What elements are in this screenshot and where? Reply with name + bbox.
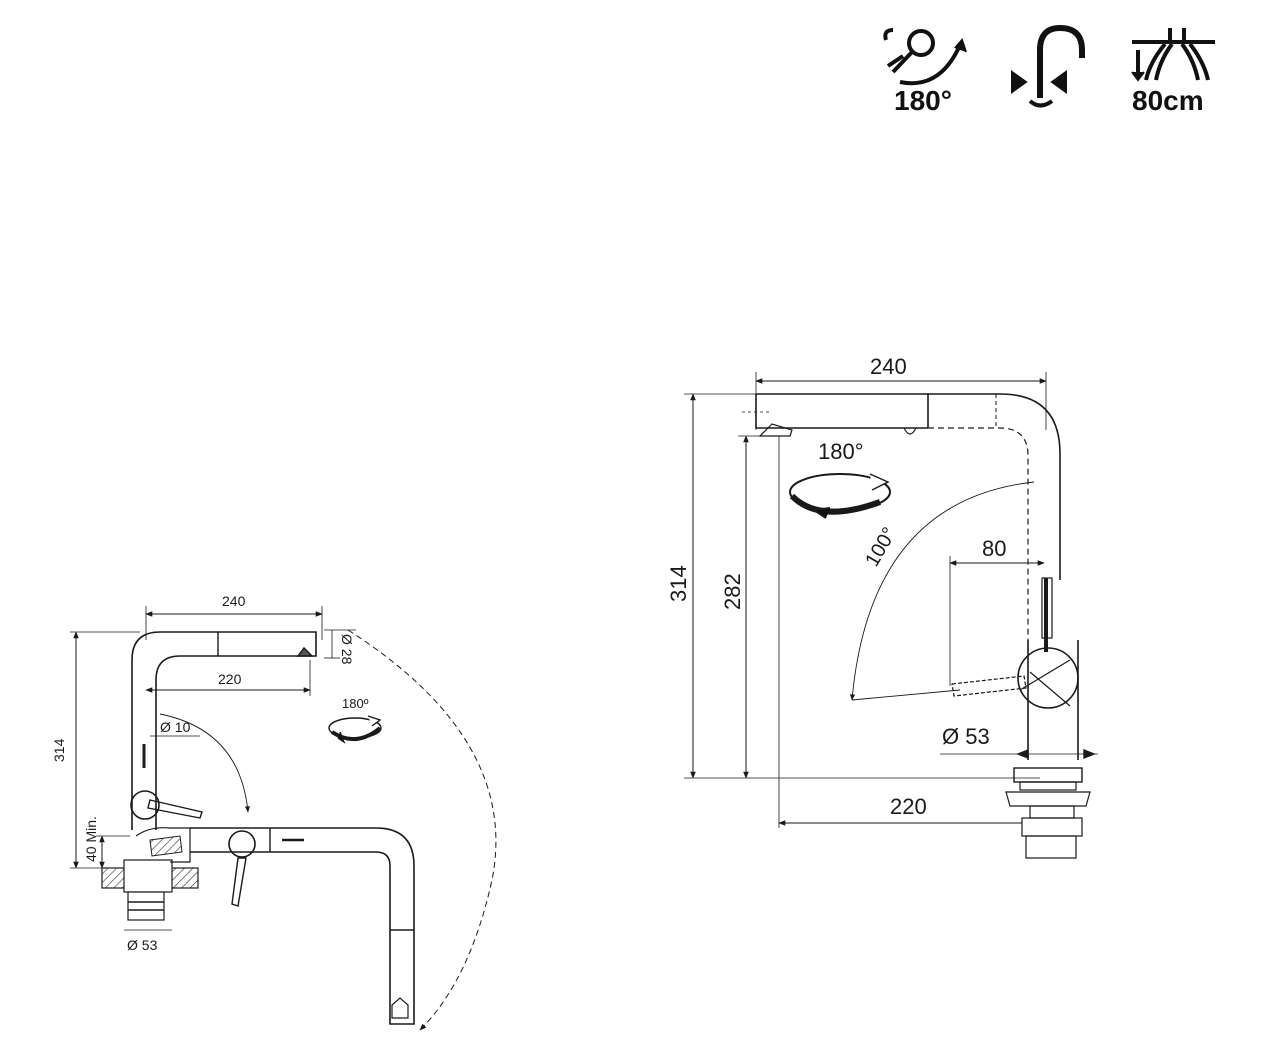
left-min-thickness: 40 Min. [83,816,99,862]
left-spout-diameter: Ø 28 [339,634,355,665]
right-reach-dimension: 220 [890,794,927,819]
right-base-diameter: Ø 53 [942,724,990,749]
pullout-length-label: 80cm [1132,85,1204,116]
left-rotation-label: 180º [342,696,369,711]
feature-icons: 180° 80cm [883,24,1215,116]
swivel-angle-label: 180° [894,85,952,116]
left-base-diameter: Ø 53 [127,937,158,953]
left-view-labels: 240 220 Ø 28 Ø 10 314 40 Min. Ø 53 180º [51,593,369,953]
swivel-spray-icon [883,28,967,86]
right-total-height: 314 [666,565,691,602]
left-height-dimension: 314 [51,738,67,762]
pullout-hose-icon [1131,28,1215,82]
right-width-dimension: 240 [870,354,907,379]
right-view-labels: 240 314 282 180° 100° 80 Ø 53 220 [666,354,1006,819]
faucet-spout-icon [1011,24,1085,108]
right-outlet-height: 282 [720,573,745,610]
left-view-drawing [70,606,497,1031]
left-reach-dimension: 220 [218,671,242,687]
right-lever-angle: 100° [861,524,901,571]
right-view-drawing [684,372,1098,859]
left-width-dimension: 240 [222,593,246,609]
right-lever-offset: 80 [982,536,1006,561]
left-hose-diameter: Ø 10 [160,719,191,735]
right-rotation-label: 180° [818,439,864,464]
